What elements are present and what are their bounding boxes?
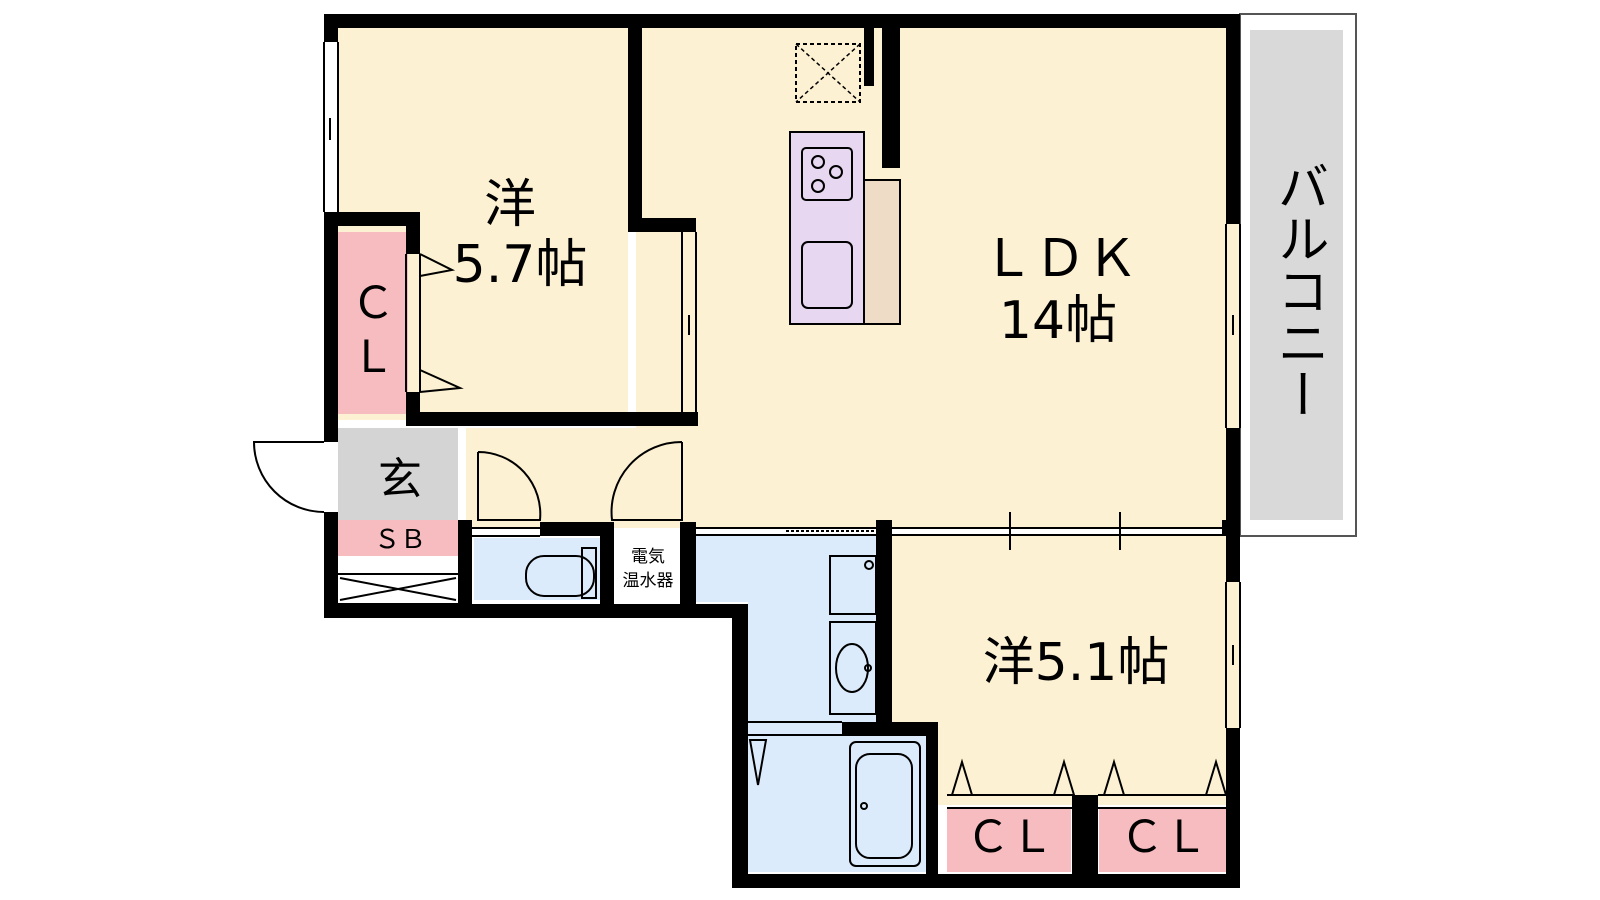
walls [324,14,1240,888]
closet-left-area [338,232,408,414]
range-hood-cross-2 [795,43,861,103]
closet-left-line1: Ｃ [351,278,395,329]
ldk-size: 14帖 [999,291,1117,351]
western-room-1-type: 洋 [484,175,536,235]
western-room-2-floor [890,535,1240,805]
water-heater-line2: 温水器 [623,571,674,591]
doors [252,253,1228,796]
closet-bottom-2-label: ＣＬ [1120,812,1208,863]
thin-lines [323,42,1241,809]
water-heater-space [612,538,692,600]
closet-bottom-1-area [947,808,1071,872]
closet-bottom-1-label: ＣＬ [966,812,1054,863]
shoe-box-area [338,520,458,556]
kitchen-sink-icon [801,241,853,309]
toilet-floor [474,538,602,600]
washbasin-icon [829,555,877,715]
toilet-icon [525,547,597,599]
ldk-floor [636,28,1240,528]
closet-bottom-2-area [1099,808,1229,872]
western-room-2-label: 洋5.1帖 [983,633,1170,693]
ldk-label: ＬＤＫ [982,229,1138,289]
bathtub-icon [849,741,921,867]
genkan-label: 玄 [378,454,422,505]
balcony-area [1250,30,1343,520]
balcony-label: バルコニー [1268,160,1328,420]
bathroom-floor [842,735,926,872]
hall-floor [466,428,696,528]
shoe-box-label: ＳＢ [374,525,426,555]
water-heater-line1: 電気 [631,547,665,567]
washroom-floor [696,535,876,872]
western-room-1-size: 5.7帖 [453,235,588,295]
kitchen-side-counter [863,179,901,325]
stove-icon [801,147,853,201]
genkan-floor [338,428,458,520]
closet-left-line2: Ｌ [351,332,395,383]
range-hood [795,43,861,103]
